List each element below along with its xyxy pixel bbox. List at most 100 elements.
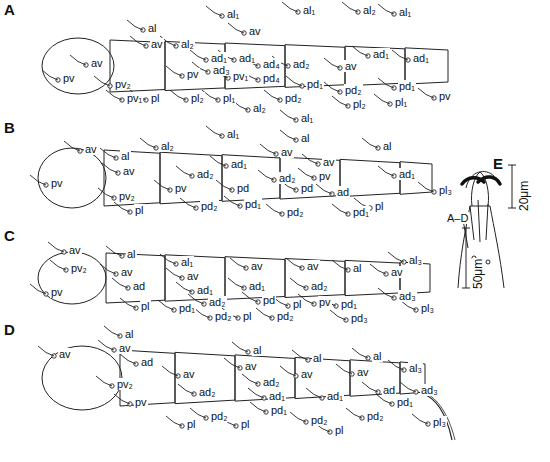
seta-label: pv — [438, 90, 452, 102]
seta-label: ad₁ — [210, 52, 228, 64]
seta-label: pl — [242, 310, 253, 322]
seta — [216, 180, 232, 190]
seta-label: pl — [374, 200, 385, 212]
panel-letter: B — [3, 120, 16, 136]
seta-label: av — [120, 266, 134, 278]
seta-label: al₁ — [398, 6, 412, 18]
seta — [100, 264, 116, 274]
seta-label: ad₁ — [248, 280, 266, 292]
leg-segment — [225, 43, 285, 89]
seta-label: ad₃ — [212, 64, 231, 76]
seta — [190, 408, 206, 418]
scale-label: 20μm — [518, 180, 530, 212]
seta-label: pl — [134, 204, 145, 216]
leg-segment — [350, 360, 400, 396]
seta-label: pv — [50, 177, 64, 189]
seta-label: pl₁ — [222, 92, 236, 104]
seta-label: al — [124, 328, 135, 340]
seta-label: av — [68, 244, 82, 256]
seta-label: al₁ — [302, 4, 316, 16]
seta — [70, 55, 86, 65]
panel-letter: C — [3, 228, 16, 244]
seta-label: av — [58, 348, 72, 360]
seta-label: av — [118, 342, 132, 354]
seta — [100, 148, 116, 158]
seta-label: ad₁ — [230, 158, 248, 170]
seta — [260, 144, 276, 154]
claws — [462, 177, 500, 184]
seta — [264, 90, 280, 100]
seta-label: av — [150, 38, 164, 50]
seta — [362, 138, 378, 148]
seta-label: ad₂ — [278, 172, 297, 184]
seta-label: pl₁ — [394, 96, 408, 108]
seta — [206, 126, 222, 136]
seta-label: av — [182, 368, 196, 380]
seta-label: av — [356, 366, 370, 378]
seta-label: ad₃ — [398, 290, 417, 302]
seta — [336, 364, 352, 374]
seta — [170, 90, 186, 100]
leg-segment — [345, 46, 405, 85]
leg-segment — [285, 259, 345, 298]
seta — [290, 278, 306, 288]
seta-label: ad — [132, 280, 146, 292]
seta — [120, 298, 136, 308]
leg-segments — [38, 38, 448, 410]
seta — [166, 416, 182, 426]
seta — [194, 308, 210, 318]
seta — [30, 284, 46, 294]
basal-segment — [42, 38, 114, 94]
scale-label: 50μm — [472, 258, 484, 290]
seta-label: al₂ — [362, 4, 377, 16]
seta — [418, 182, 434, 192]
seta — [378, 78, 394, 88]
seta — [94, 76, 110, 86]
seta-label: av — [248, 25, 262, 37]
seta-label: pv — [186, 68, 200, 80]
seta — [280, 130, 296, 140]
scale-label: A–D — [446, 212, 469, 224]
seta-label: pv₁ — [232, 70, 249, 82]
seta-label: av — [84, 143, 98, 155]
seta — [50, 260, 66, 270]
seta-label: pd₂ — [284, 92, 303, 104]
leg-segment — [222, 155, 280, 202]
seta-label: av — [322, 156, 336, 168]
seta-label: al₂ — [252, 102, 267, 114]
seta-label: pl₃ — [420, 302, 435, 314]
seta — [206, 6, 222, 16]
socket — [486, 260, 490, 264]
seta — [282, 2, 298, 12]
seta-label: pd₂ — [214, 310, 233, 322]
seta — [248, 388, 264, 398]
seta — [160, 254, 176, 264]
seta — [98, 340, 114, 350]
seta-label: pv — [318, 296, 332, 308]
seta — [180, 198, 196, 208]
seta-label: pd₄ — [262, 72, 281, 84]
seta-label: pl₂ — [190, 92, 205, 104]
seta-label: pl₃ — [438, 184, 453, 196]
seta — [370, 264, 386, 274]
seta-label: pd₁ — [352, 206, 370, 218]
seta-label: pd₂ — [310, 414, 329, 426]
seta-label: pd — [236, 182, 250, 194]
seta-label: pv — [318, 170, 332, 182]
seta-label: al₁ — [180, 256, 194, 268]
long-seta — [420, 392, 452, 440]
seta — [302, 154, 318, 164]
seta — [42, 70, 58, 80]
seta-label: pl — [334, 424, 345, 436]
setae — [462, 200, 488, 248]
seta — [378, 4, 394, 14]
seta — [242, 292, 258, 302]
seta-label: ad₁ — [196, 284, 214, 296]
seta-label: av — [244, 360, 258, 372]
seta-label: al — [312, 352, 323, 364]
seta — [316, 184, 332, 194]
seta — [106, 246, 122, 256]
seta — [166, 66, 182, 76]
seta — [298, 168, 314, 178]
